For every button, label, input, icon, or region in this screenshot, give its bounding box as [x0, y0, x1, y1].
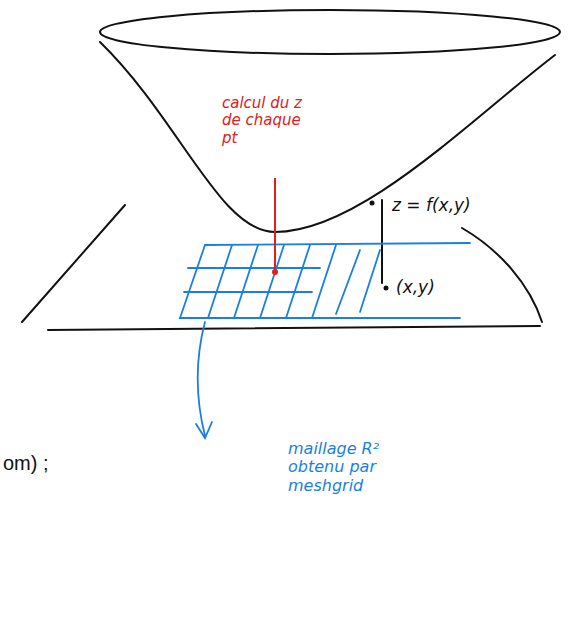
plane-point [384, 286, 389, 291]
point-label: (x,y) [396, 278, 435, 298]
annotation-note: maillage R² obtenu par meshgrid [288, 440, 398, 495]
formula-label: z = f(x,y) [392, 196, 471, 216]
surface-point [370, 201, 375, 206]
fragment-text: om) ; [3, 452, 49, 475]
plane-edge [48, 326, 540, 330]
plane-edge [22, 205, 125, 322]
grid-mesh [180, 243, 470, 438]
grid-point [272, 269, 278, 275]
plane-edge [462, 228, 542, 322]
bowl-rim [100, 10, 560, 54]
annotation-note: calcul du z de chaque pt [222, 95, 310, 147]
projection-line [274, 178, 276, 270]
bowl-surface [100, 42, 555, 232]
projection-line [381, 200, 383, 283]
